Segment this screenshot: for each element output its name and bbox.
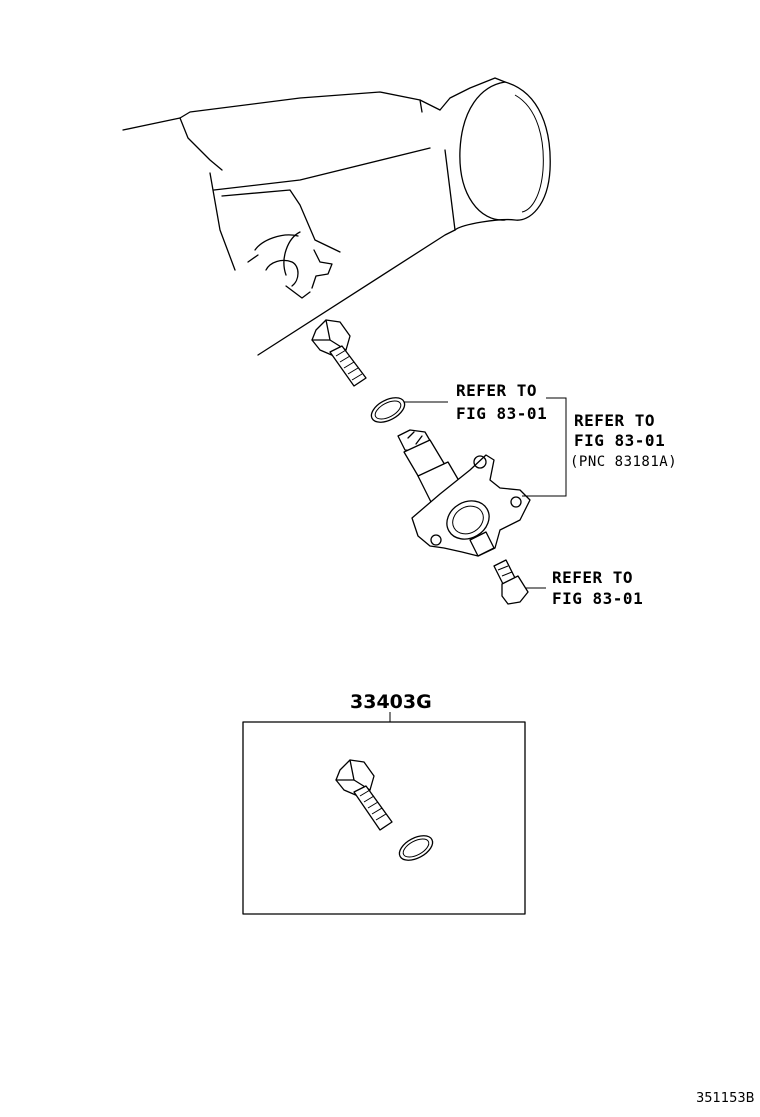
callout-oring-line2: FIG 83-01 <box>456 404 547 423</box>
kit-box: 33403G <box>242 691 526 915</box>
callout-sensor-line2: FIG 83-01 <box>574 431 665 450</box>
callout-sensor: REFER TO FIG 83-01 (PNC 83181A) <box>570 411 677 470</box>
o-ring <box>370 397 406 423</box>
callout-oring: REFER TO FIG 83-01 <box>456 381 547 423</box>
kit-bolt <box>335 759 393 831</box>
callout-bolt-line1: REFER TO <box>552 568 633 587</box>
speed-sensor <box>397 429 531 557</box>
leader-lines <box>404 397 567 589</box>
callout-sensor-line3: (PNC 83181A) <box>570 454 677 470</box>
callout-bolt: REFER TO FIG 83-01 <box>552 568 643 608</box>
callout-oring-line1: REFER TO <box>456 381 537 400</box>
callout-bolt-line2: FIG 83-01 <box>552 589 643 608</box>
transmission-housing <box>122 77 551 356</box>
kit-part-number: 33403G <box>350 691 432 713</box>
figure-code: 351153B <box>696 1091 755 1106</box>
sensor-bolt <box>311 319 367 387</box>
callout-sensor-line1: REFER TO <box>574 411 655 430</box>
kit-o-ring <box>398 835 434 861</box>
mounting-bolt <box>493 559 529 605</box>
